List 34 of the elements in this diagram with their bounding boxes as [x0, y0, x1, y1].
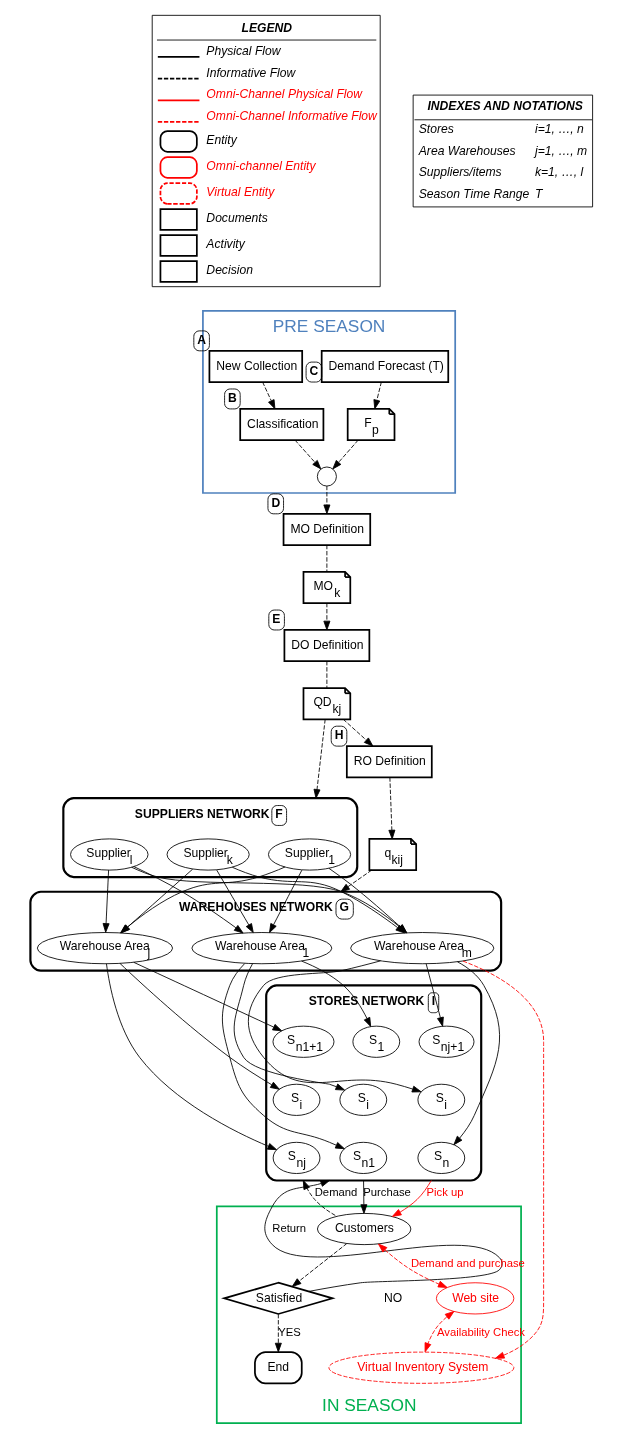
node-label: H: [334, 727, 343, 742]
legend-label: Entity: [205, 132, 237, 147]
edge-label: Demand: [314, 1186, 357, 1199]
edge-label: YES: [277, 1325, 301, 1338]
label: INDEXES AND NOTATIONS: [426, 99, 583, 114]
legend-label: Documents: [205, 210, 268, 225]
label: Area Warehouses: [418, 143, 516, 158]
legend-label: Virtual Entity: [205, 184, 274, 199]
label: NO: [383, 1290, 402, 1305]
node-label: I: [431, 994, 435, 1009]
edge-label: Pick up: [426, 1186, 463, 1199]
node-label: D: [270, 495, 280, 510]
node-label: B: [227, 390, 237, 405]
label: i=1, …, n: [534, 121, 584, 136]
node-label: F: [274, 806, 283, 821]
edge-label: Purchase: [362, 1186, 411, 1199]
legend-label: Decision: [205, 262, 253, 277]
label: T: [534, 186, 542, 201]
label: Season Time Range: [418, 186, 529, 201]
node-label: C: [309, 363, 318, 378]
label: LEGEND: [241, 21, 292, 36]
legend-label: Activity: [205, 236, 245, 251]
label: Suppliers/items: [418, 165, 502, 180]
label: j=1, …, m: [534, 143, 587, 158]
legend-label: Informative Flow: [205, 65, 295, 80]
legend-label: Omni-Channel Physical Flow: [205, 87, 362, 102]
edge-label: Return: [271, 1221, 306, 1234]
legend-label: Omni-channel Entity: [205, 158, 316, 173]
node-label: E: [271, 611, 280, 626]
label: Stores: [418, 121, 454, 136]
node-label: G: [338, 900, 349, 915]
legend-label: Physical Flow: [205, 43, 281, 58]
legend-label: Omni-Channel Informative Flow: [205, 108, 377, 123]
label: k=1, …, l: [534, 165, 583, 180]
